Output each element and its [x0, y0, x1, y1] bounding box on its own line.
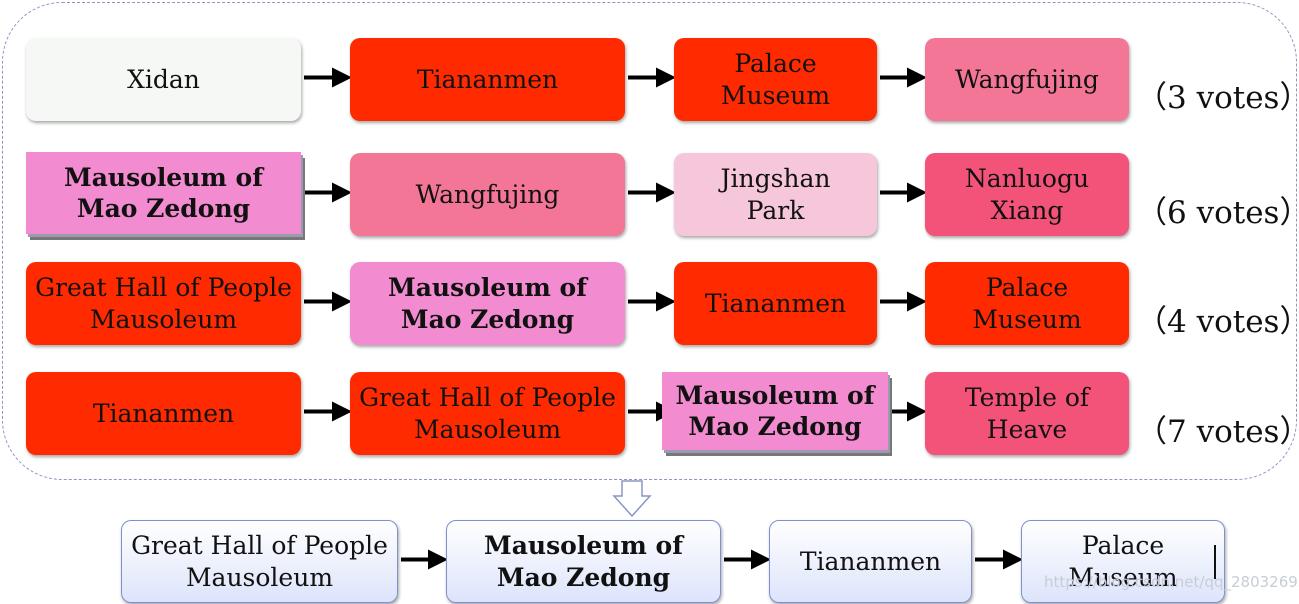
route-4-node-1-label: Tiananmen	[92, 398, 235, 428]
down-arrow-icon	[612, 480, 652, 518]
route-2-node-3: Jingshan Park	[674, 153, 877, 236]
route-1-node-2-label: Tiananmen	[416, 64, 559, 94]
result-node-2: Mausoleum of Mao Zedong	[446, 520, 721, 603]
result-node-1: Great Hall of People Mausoleum	[121, 520, 398, 603]
candidate-routes-group	[2, 2, 1297, 480]
route-3-votes: （4 votes）	[1136, 304, 1299, 340]
route-2-node-4: Nanluogu Xiang	[925, 153, 1129, 236]
result-node-1-label: Great Hall of People Mausoleum	[131, 531, 388, 592]
result-node-3-label: Tiananmen	[799, 546, 942, 576]
route-1-node-1-label: Xidan	[127, 64, 200, 94]
route-1-node-4: Wangfujing	[925, 38, 1129, 121]
route-1-node-2: Tiananmen	[350, 38, 625, 121]
route-4-votes: （7 votes）	[1136, 414, 1299, 450]
route-4-node-2-label: Great Hall of People Mausoleum	[359, 383, 616, 444]
route-3-node-4-label: Palace Museum	[972, 273, 1082, 334]
route-1-node-4-label: Wangfujing	[955, 64, 1099, 94]
route-1-node-1: Xidan	[26, 38, 301, 121]
watermark-text: https://blog.csdn.net/qq_28032693	[1044, 573, 1299, 591]
route-2-votes: （6 votes）	[1136, 195, 1299, 231]
route-4-node-2: Great Hall of People Mausoleum	[350, 372, 625, 455]
result-node-4: Palace Museum	[1021, 520, 1225, 603]
route-3-node-2: Mausoleum of Mao Zedong	[350, 262, 625, 345]
route-2-node-3-label: Jingshan Park	[720, 164, 831, 225]
route-3-node-4: Palace Museum	[925, 262, 1129, 345]
route-3-node-1-label: Great Hall of People Mausoleum	[35, 273, 292, 334]
route-1-node-3: Palace Museum	[674, 38, 877, 121]
route-2-node-2-label: Wangfujing	[415, 179, 560, 209]
route-2-node-1-label: Mausoleum of Mao Zedong	[64, 162, 263, 223]
route-3-node-3: Tiananmen	[674, 262, 877, 345]
route-1-node-3-label: Palace Museum	[720, 49, 831, 110]
result-node-2-label: Mausoleum of Mao Zedong	[484, 531, 683, 592]
route-1-votes: （3 votes）	[1136, 80, 1299, 116]
route-4-node-4: Temple of Heave	[925, 372, 1129, 455]
route-2-node-4-label: Nanluogu Xiang	[964, 164, 1090, 225]
route-4-node-3-label: Mausoleum of Mao Zedong	[675, 380, 875, 441]
route-4-node-1: Tiananmen	[26, 372, 301, 455]
result-node-3: Tiananmen	[769, 520, 972, 603]
route-3-node-3-label: Tiananmen	[704, 288, 847, 318]
text-cursor	[1214, 545, 1216, 579]
route-3-node-2-label: Mausoleum of Mao Zedong	[388, 273, 587, 334]
route-2-node-1: Mausoleum of Mao Zedong	[26, 152, 301, 234]
result-node-4-label: Palace Museum	[1068, 531, 1178, 592]
route-3-node-1: Great Hall of People Mausoleum	[26, 262, 301, 345]
route-4-node-4-label: Temple of Heave	[964, 383, 1090, 444]
route-4-node-3: Mausoleum of Mao Zedong	[662, 372, 888, 450]
route-2-node-2: Wangfujing	[350, 153, 625, 236]
